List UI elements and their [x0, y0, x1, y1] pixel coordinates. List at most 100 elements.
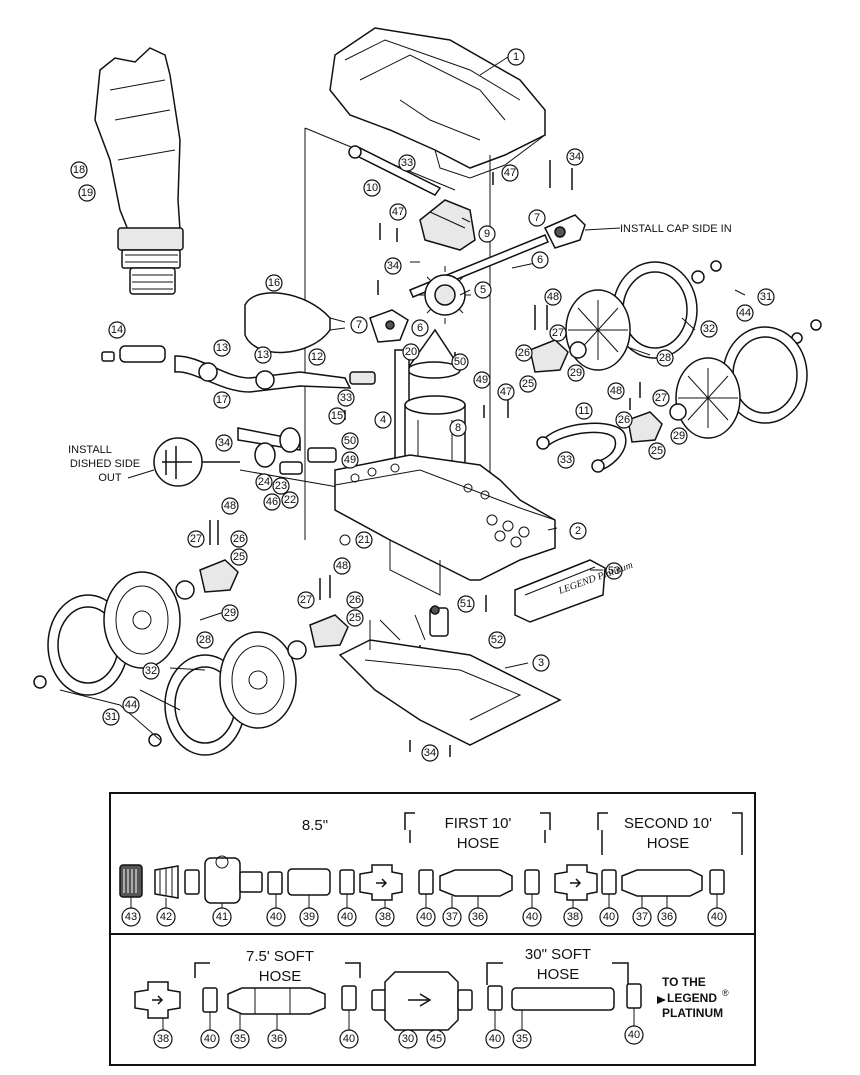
- platinum-label: PLATINUM: [662, 1006, 723, 1020]
- second-hose-bracket: [597, 812, 743, 855]
- svg-text:34: 34: [424, 747, 436, 759]
- float: [244, 292, 346, 354]
- install-label: INSTALL: [68, 444, 112, 456]
- svg-text:38: 38: [379, 911, 391, 923]
- callout-34-left: 34: [215, 434, 233, 452]
- callout-4: 4: [374, 411, 392, 429]
- axle-assembly: [348, 145, 442, 196]
- svg-text:7: 7: [356, 319, 362, 331]
- svg-text:49: 49: [344, 454, 356, 466]
- right-wheel-lower: [669, 326, 808, 439]
- svg-text:1: 1: [513, 51, 519, 63]
- svg-text:5: 5: [480, 284, 486, 296]
- second-hose-label-2: HOSE: [647, 835, 690, 852]
- callout-33-top: 33: [398, 154, 416, 172]
- svg-text:33: 33: [560, 454, 572, 466]
- callout-48-left-upper: 48: [221, 497, 239, 515]
- debris-bag: [94, 47, 184, 295]
- first-hose-bracket: [404, 812, 551, 843]
- soft30-label-2: HOSE: [537, 966, 580, 983]
- callout-53: 53: [605, 562, 623, 580]
- svg-text:13: 13: [216, 342, 228, 354]
- left-axle-detail: [237, 427, 356, 491]
- svg-text:6: 6: [417, 322, 423, 334]
- dim-85-label: 8.5": [302, 817, 328, 834]
- callout-8: 8: [449, 419, 467, 437]
- svg-text:26: 26: [349, 594, 361, 606]
- svg-text:13: 13: [257, 349, 269, 361]
- hose-callout-45: 45: [426, 1029, 446, 1049]
- hose-callout-38-a: 38: [375, 907, 395, 927]
- svg-text:31: 31: [760, 291, 772, 303]
- hose-callout-40-f: 40: [707, 907, 727, 927]
- svg-text:34: 34: [218, 437, 230, 449]
- callout-12: 12: [308, 348, 326, 366]
- hose-kit-frame: [109, 792, 756, 1066]
- soft30-bracket: [486, 962, 629, 985]
- u-hose: [536, 422, 627, 473]
- callout-47-mid: 47: [389, 203, 407, 221]
- svg-text:8: 8: [455, 422, 461, 434]
- callout-29-right-lower: 29: [670, 427, 688, 445]
- callout-47-top: 47: [501, 164, 519, 182]
- soft75-label-1: 7.5' SOFT: [246, 948, 314, 965]
- out-label: OUT: [98, 472, 122, 484]
- svg-text:27: 27: [190, 533, 202, 545]
- svg-text:20: 20: [405, 346, 417, 358]
- to-the-label: TO THE: [662, 975, 706, 989]
- svg-text:25: 25: [349, 612, 361, 624]
- svg-text:29: 29: [570, 367, 582, 379]
- svg-text:35: 35: [516, 1033, 528, 1045]
- callout-50-top: 50: [451, 353, 469, 371]
- svg-text:49: 49: [476, 374, 488, 386]
- callout-1: 1: [507, 48, 525, 66]
- callout-5: 5: [474, 281, 492, 299]
- left-bearing-upper: [199, 559, 239, 593]
- top-cover: [329, 27, 546, 179]
- svg-text:28: 28: [659, 352, 671, 364]
- callout-22: 22: [281, 491, 299, 509]
- svg-text:23: 23: [275, 480, 287, 492]
- hose-row-1: [119, 855, 725, 908]
- callout-6-mid: 6: [411, 319, 429, 337]
- svg-text:52: 52: [491, 634, 503, 646]
- svg-text:51: 51: [460, 598, 472, 610]
- svg-text:26: 26: [233, 533, 245, 545]
- svg-text:21: 21: [358, 534, 370, 546]
- right-wheel-upper: [565, 260, 822, 371]
- svg-text:28: 28: [199, 634, 211, 646]
- svg-text:2: 2: [575, 525, 581, 537]
- svg-text:40: 40: [341, 911, 353, 923]
- svg-text:41: 41: [216, 911, 228, 923]
- callout-33-right: 33: [557, 451, 575, 469]
- svg-text:34: 34: [387, 260, 399, 272]
- svg-text:24: 24: [258, 476, 270, 488]
- callout-10: 10: [363, 179, 381, 197]
- svg-text:47: 47: [504, 167, 516, 179]
- svg-text:40: 40: [270, 911, 282, 923]
- hose-callout-40-i: 40: [485, 1029, 505, 1049]
- svg-text:40: 40: [420, 911, 432, 923]
- install-cap-label: INSTALL CAP SIDE IN: [620, 223, 732, 235]
- callout-25-right-upper: 25: [519, 375, 537, 393]
- svg-text:37: 37: [446, 911, 458, 923]
- left-bearing-lower: [309, 614, 349, 648]
- hose-callout-35-a: 35: [230, 1029, 250, 1049]
- hose-assembly: [101, 345, 376, 393]
- svg-text:42: 42: [160, 911, 172, 923]
- svg-text:40: 40: [204, 1033, 216, 1045]
- callout-32-right: 32: [700, 320, 718, 338]
- callout-17: 17: [213, 391, 231, 409]
- callout-27-left-upper: 27: [187, 530, 205, 548]
- svg-text:17: 17: [216, 394, 228, 406]
- callout-19: 19: [78, 184, 96, 202]
- hose-callout-40-g: 40: [200, 1029, 220, 1049]
- soft75-bracket: [194, 962, 361, 978]
- legend-badge: [514, 559, 606, 623]
- callout-48-right-upper: 48: [544, 288, 562, 306]
- svg-text:47: 47: [392, 206, 404, 218]
- callout-23: 23: [272, 477, 290, 495]
- svg-text:48: 48: [547, 291, 559, 303]
